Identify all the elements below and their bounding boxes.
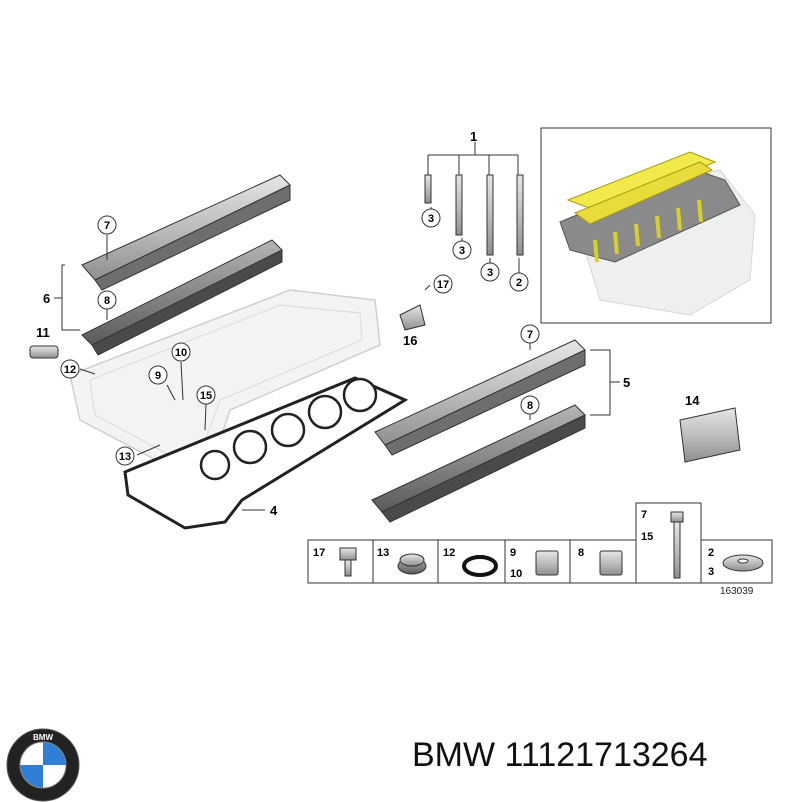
svg-text:3: 3 (428, 213, 434, 225)
svg-text:8: 8 (104, 295, 110, 307)
table-cell-9-10: 9 10 (510, 547, 559, 580)
table-cell-8: 8 (578, 547, 623, 576)
camshaft-sensor (29, 345, 59, 359)
left-camshaft-carrier (81, 174, 291, 291)
clamp-14 (679, 407, 741, 463)
svg-text:2: 2 (516, 277, 522, 289)
svg-text:15: 15 (200, 390, 212, 402)
svg-text:8: 8 (578, 547, 584, 559)
callout-11: 11 (36, 325, 50, 340)
table-cell-13: 13 (377, 547, 427, 575)
bmw-logo: BMW (6, 728, 80, 802)
svg-text:9: 9 (510, 547, 516, 559)
callout-14: 14 (685, 393, 700, 408)
callout-13: 13 (115, 446, 135, 466)
svg-text:7: 7 (104, 220, 110, 232)
callout-8b: 8 (520, 395, 540, 415)
callout-3b: 3 (452, 240, 472, 260)
callout-7b: 7 (520, 324, 540, 344)
callout-3a: 3 (421, 208, 441, 228)
brand-name: BMW (412, 736, 496, 774)
callout-4: 4 (270, 503, 278, 518)
svg-text:11: 11 (36, 325, 50, 340)
svg-text:17: 17 (313, 547, 325, 559)
part-number: 11121713264 (504, 736, 708, 774)
svg-text:10: 10 (510, 568, 522, 580)
svg-text:15: 15 (641, 531, 653, 543)
svg-text:13: 13 (119, 451, 131, 463)
callout-8a: 8 (97, 290, 117, 310)
left-bearing-strip (81, 239, 283, 356)
svg-text:5: 5 (623, 375, 630, 390)
svg-text:14: 14 (685, 393, 700, 408)
parts-table: 17 13 12 9 10 8 7 15 2 (307, 502, 773, 597)
injector-rails (593, 199, 703, 263)
callout-9: 9 (148, 365, 168, 385)
svg-text:2: 2 (708, 547, 714, 559)
bracket-16 (399, 304, 426, 331)
table-cell-7-15: 7 15 (641, 509, 684, 579)
part-title: BMW 11121713264 (412, 736, 708, 775)
svg-text:3: 3 (459, 245, 465, 257)
callout-3c: 3 (480, 262, 500, 282)
right-bearing-strip (371, 404, 586, 523)
svg-text:4: 4 (270, 503, 278, 518)
table-cell-12: 12 (443, 547, 498, 577)
svg-text:6: 6 (43, 291, 50, 306)
svg-text:12: 12 (64, 364, 76, 376)
svg-text:17: 17 (437, 279, 449, 291)
callouts: 1 3 3 3 2 7 8 6 11 12 9 10 15 13 4 17 16… (36, 129, 700, 518)
callout-17: 17 (433, 274, 453, 294)
svg-text:8: 8 (527, 400, 533, 412)
svg-text:3: 3 (708, 566, 714, 578)
head-gasket (123, 376, 409, 530)
callout-1: 1 (470, 129, 477, 144)
callout-10: 10 (171, 342, 191, 362)
engine-inset (540, 127, 772, 324)
cylinder-head (69, 289, 381, 471)
svg-text:BMW: BMW (33, 733, 53, 742)
table-cell-2-3: 2 3 (708, 547, 764, 578)
svg-text:16: 16 (403, 333, 417, 348)
callout-16: 16 (403, 333, 417, 348)
svg-text:3: 3 (487, 267, 493, 279)
table-cell-17: 17 (313, 547, 357, 577)
callout-5: 5 (623, 375, 630, 390)
svg-text:10: 10 (175, 347, 187, 359)
callout-6: 6 (43, 291, 50, 306)
svg-text:7: 7 (527, 329, 533, 341)
callout-7a: 7 (97, 215, 117, 235)
reference-number: 163039 (720, 586, 754, 597)
svg-text:9: 9 (155, 370, 161, 382)
svg-text:13: 13 (377, 547, 389, 559)
svg-text:7: 7 (641, 509, 647, 521)
right-camshaft-carrier (374, 339, 586, 456)
callout-15: 15 (196, 385, 216, 405)
svg-text:12: 12 (443, 547, 455, 559)
callout-12: 12 (60, 359, 80, 379)
svg-text:1: 1 (470, 129, 477, 144)
callout-2: 2 (509, 272, 529, 292)
